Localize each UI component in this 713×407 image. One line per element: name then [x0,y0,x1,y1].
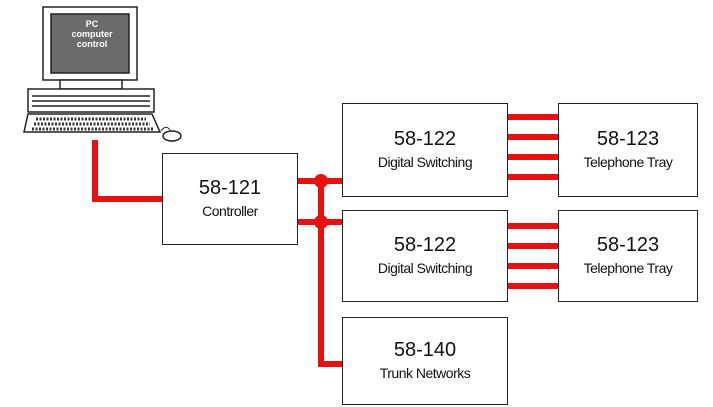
pc-computer-icon [23,6,182,142]
digital-switching-box-1: 58-122 Digital Switching [342,103,508,197]
ds1-to-tray1-links [508,114,558,180]
junction-dot-lower [314,215,328,229]
connection-lines [92,114,558,367]
digital-switching-2-label: Digital Switching [377,260,473,276]
digital-switching-2-number: 58-122 [393,234,457,256]
telephone-tray-2-number: 58-123 [596,234,660,256]
telephone-tray-1-label: Telephone Tray [583,154,673,170]
bus-vertical-line [318,181,342,367]
telephone-tray-1-number: 58-123 [596,128,660,150]
trunk-networks-box: 58-140 Trunk Networks [342,317,508,405]
ds2-to-tray2-links [508,223,558,289]
digital-switching-1-number: 58-122 [393,128,457,150]
pc-screen-line-3: control [76,39,108,49]
controller-label: Controller [202,203,258,219]
digital-switching-1-label: Digital Switching [377,154,473,170]
controller-box: 58-121 Controller [162,153,298,245]
telephone-tray-box-1: 58-123 Telephone Tray [558,103,698,197]
controller-number: 58-121 [198,177,262,199]
telephone-tray-box-2: 58-123 Telephone Tray [558,210,698,302]
pc-to-controller-line [92,140,162,202]
pc-screen-text: PC computer control [56,19,128,49]
trunk-networks-number: 58-140 [393,339,457,361]
pc-screen-line-2: computer [71,29,113,39]
telephone-tray-2-label: Telephone Tray [583,260,673,276]
junction-dot-upper [314,174,328,188]
trunk-networks-label: Trunk Networks [379,365,471,381]
digital-switching-box-2: 58-122 Digital Switching [342,210,508,302]
pc-screen-line-1: PC [85,19,99,29]
